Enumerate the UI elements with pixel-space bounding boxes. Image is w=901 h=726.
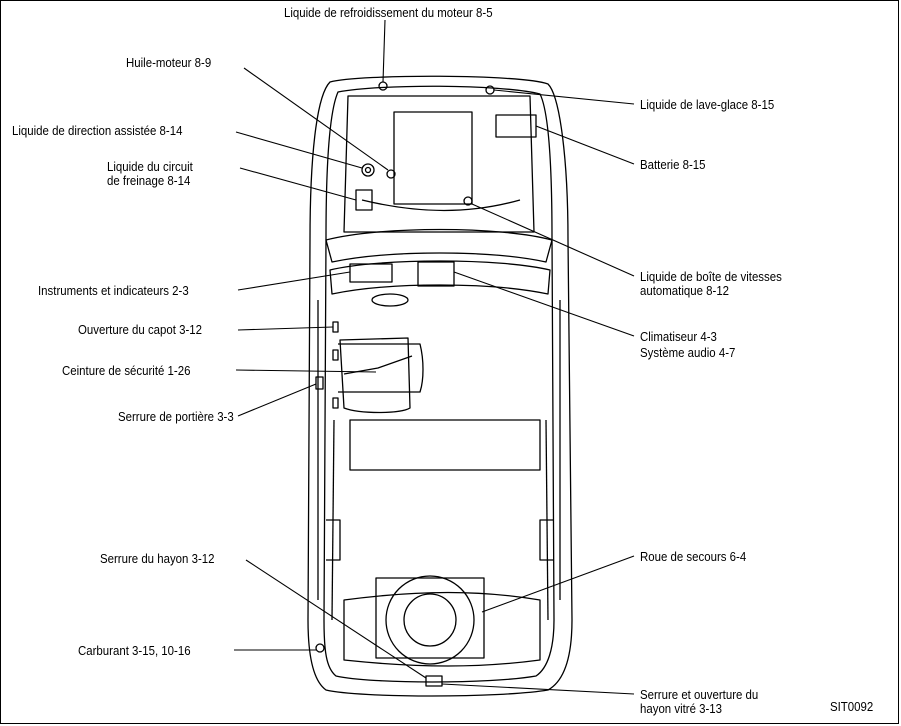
label-atf-line2: automatique 8-12	[640, 283, 730, 298]
engine-block	[393, 111, 473, 205]
leader-brake	[239, 167, 357, 201]
leader-battery	[535, 125, 635, 165]
leader-glass	[441, 683, 635, 695]
label-seatbelt: Ceinture de sécurité 1-26	[62, 363, 191, 378]
tailgate-latch	[425, 675, 443, 687]
leader-door-lock	[237, 383, 317, 417]
label-instruments: Instruments et indicateurs 2-3	[38, 283, 189, 298]
leader-atf	[471, 203, 635, 277]
label-battery: Batterie 8-15	[640, 157, 706, 172]
leader-engine-oil	[243, 67, 389, 171]
steering-wheel	[371, 293, 409, 307]
label-audio: Système audio 4-7	[640, 345, 736, 360]
figure-code: SIT0092	[830, 699, 874, 714]
hood-release	[332, 321, 339, 333]
leader-seatbelt	[235, 369, 377, 373]
leader-coolant	[382, 19, 386, 83]
fuel-filler	[315, 643, 325, 653]
leader-instruments	[237, 271, 351, 291]
leader-climate	[453, 271, 635, 337]
atf-dipstick	[463, 196, 473, 206]
spare-wheel	[385, 575, 475, 665]
power-steering-reservoir	[361, 163, 375, 177]
leader-washer	[493, 89, 635, 105]
leader-spare	[481, 555, 635, 613]
label-climate: Climatiseur 4-3	[640, 329, 717, 344]
rear-seat-area	[349, 419, 541, 471]
battery	[495, 114, 537, 138]
coolant-cap	[378, 81, 388, 91]
label-tailgate-lock: Serrure du hayon 3-12	[100, 551, 215, 566]
label-hood: Ouverture du capot 3-12	[78, 322, 203, 337]
leader-hood	[237, 326, 334, 331]
label-glass-line2: hayon vitré 3-13	[640, 701, 723, 716]
label-brake-line1: Liquide du circuit	[107, 159, 193, 174]
leader-tailgate	[245, 559, 427, 679]
label-door-lock: Serrure de portière 3-3	[118, 409, 234, 424]
climate-panel	[417, 261, 455, 287]
oil-cap	[386, 169, 396, 179]
spare-wheel-tray	[375, 577, 485, 659]
label-fuel: Carburant 3-15, 10-16	[78, 643, 191, 658]
label-spare-wheel: Roue de secours 6-4	[640, 549, 747, 564]
label-coolant: Liquide de refroidissement du moteur 8-5	[284, 5, 493, 20]
label-brake-line2: de freinage 8-14	[107, 173, 191, 188]
label-engine-oil: Huile-moteur 8-9	[126, 55, 212, 70]
door-lock	[315, 376, 324, 390]
instrument-cluster	[349, 263, 393, 283]
label-atf-line1: Liquide de boîte de vitesses	[640, 269, 782, 284]
leader-power-steering	[235, 131, 363, 169]
label-power-steering: Liquide de direction assistée 8-14	[12, 123, 183, 138]
label-glass-line1: Serrure et ouverture du	[640, 687, 759, 702]
label-washer: Liquide de lave-glace 8-15	[640, 97, 775, 112]
front-seat	[339, 337, 411, 414]
